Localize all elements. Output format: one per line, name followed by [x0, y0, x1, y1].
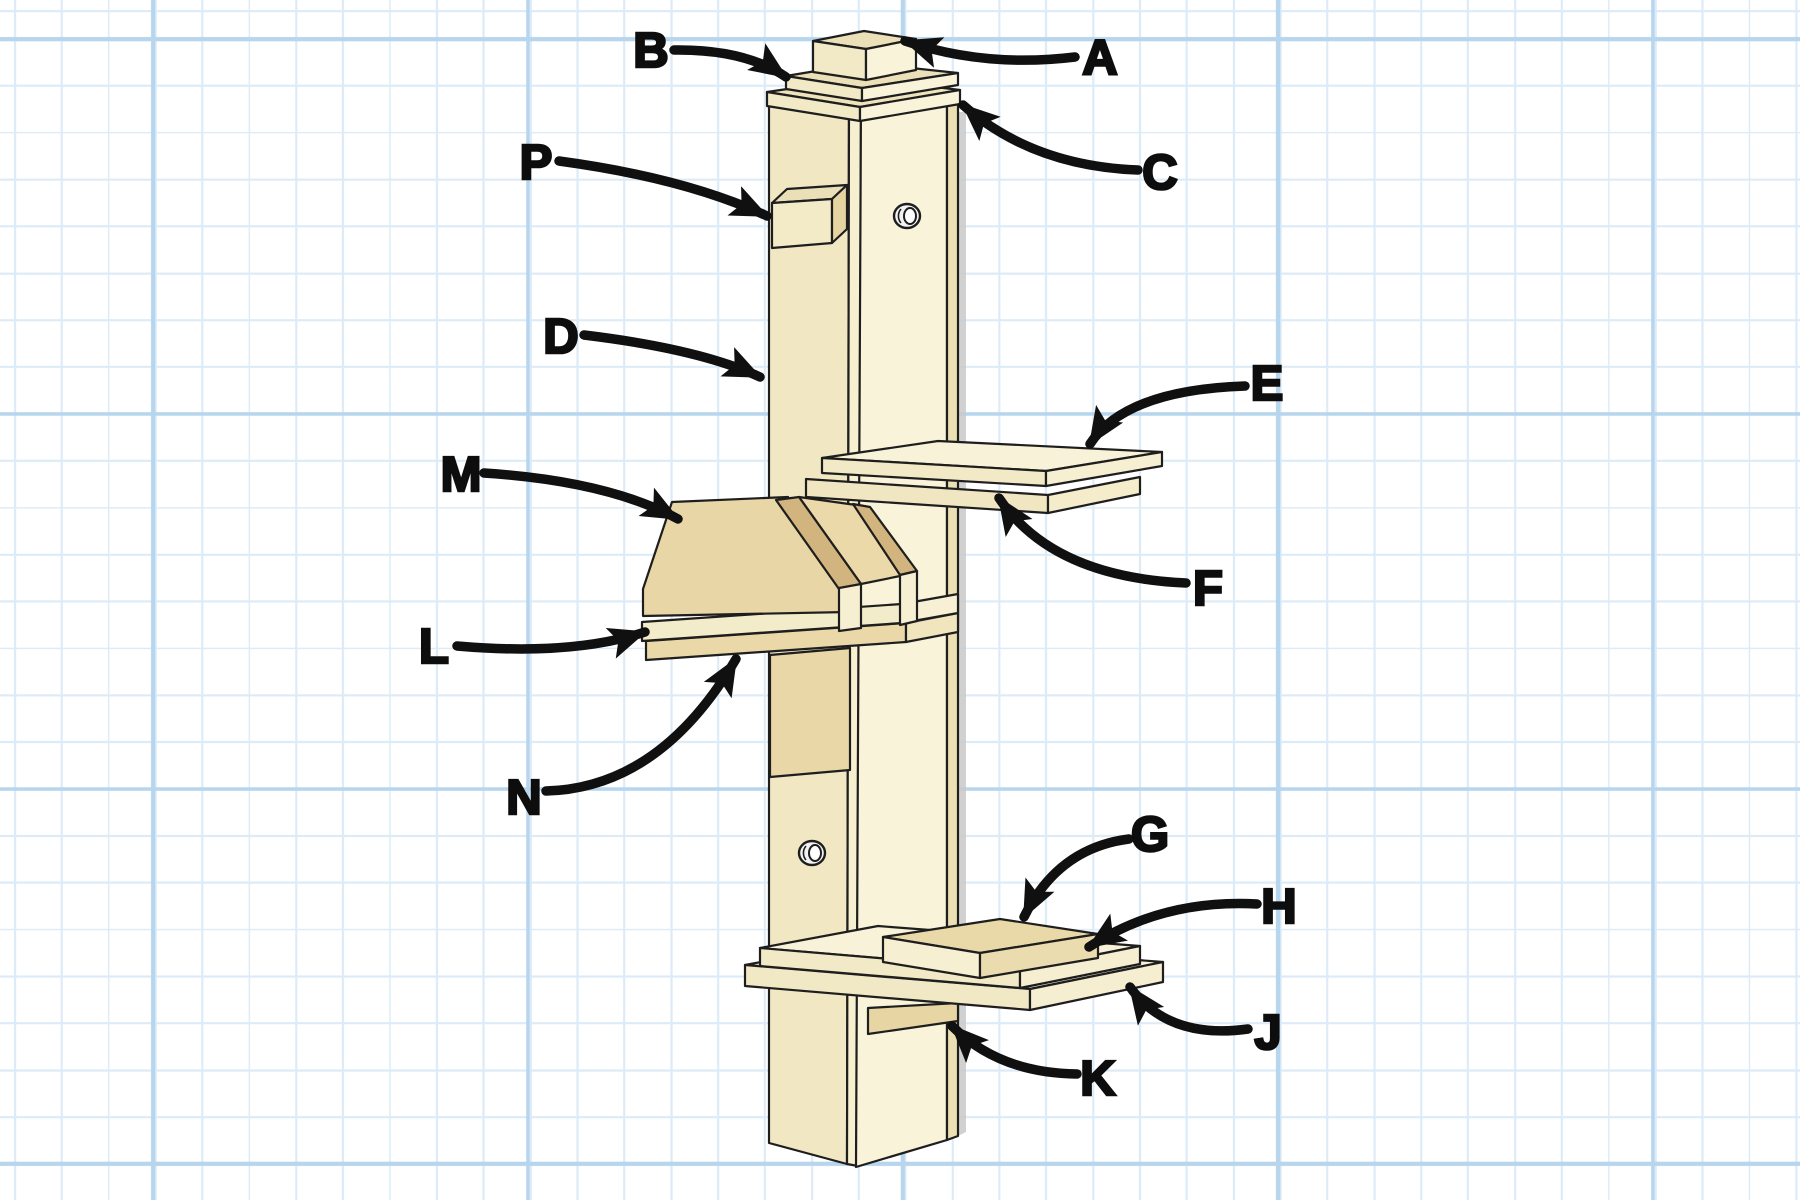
callout-letter-g: G	[1131, 808, 1169, 862]
callout-arrow-p	[554, 156, 772, 221]
callout-arrow-d	[579, 330, 765, 382]
block-p	[770, 183, 849, 250]
hopper-corner-post-2	[898, 569, 919, 627]
hopper-mount-cleat	[768, 646, 852, 779]
callout-letter-p: P	[520, 136, 553, 190]
callout-letter-a: A	[1082, 31, 1117, 85]
block-p-front	[770, 197, 834, 250]
callout-letter-j: J	[1254, 1006, 1281, 1060]
callout-letter-c: C	[1142, 146, 1177, 200]
cap-a-front-left	[811, 39, 868, 82]
shelf-e-front-right	[1044, 450, 1164, 488]
callout-arrow-h	[1084, 898, 1262, 952]
post-shadow	[958, 112, 966, 1136]
callout-letter-d: D	[543, 310, 578, 364]
callout-letter-m: M	[441, 448, 482, 502]
shelf-f-front-right	[1046, 475, 1142, 515]
callout-arrow-g	[1019, 834, 1134, 922]
callout-letter-b: B	[633, 24, 668, 78]
callout-letter-h: H	[1261, 880, 1296, 934]
callout-arrow-c	[958, 100, 1143, 175]
callout-arrow-e	[1085, 381, 1250, 449]
shelf-j-front-right	[1028, 960, 1165, 1012]
callout-letter-f: F	[1193, 562, 1223, 616]
upper-shelf	[804, 439, 1164, 515]
callouts-layer: A B C P D E F M L N G H J K	[418, 23, 1298, 1108]
feeder-hopper	[640, 495, 960, 779]
block-p-side	[830, 183, 849, 245]
screw-hole-lower	[797, 839, 827, 867]
callout-arrow-k	[947, 1021, 1082, 1079]
callout-letter-e: E	[1251, 357, 1284, 411]
callout-arrow-l	[452, 627, 650, 659]
shelf-h-front-right	[1018, 944, 1142, 990]
shelf-g-front-right	[978, 932, 1100, 980]
callout-letter-k: K	[1080, 1052, 1115, 1106]
hopper-corner-post-1	[837, 582, 863, 633]
callout-arrow-b	[669, 43, 791, 82]
screw-hole-upper	[892, 202, 922, 230]
callout-arrow-a	[900, 36, 1080, 68]
lower-shelf	[743, 917, 1165, 1036]
cap-b-front-right	[860, 71, 960, 103]
callout-arrow-f	[994, 493, 1191, 588]
shelf-k-cleat	[866, 1001, 960, 1036]
callout-letter-l: L	[419, 620, 449, 674]
callout-arrow-j	[1125, 982, 1253, 1036]
callout-letter-n: N	[506, 771, 541, 825]
callout-arrow-m	[479, 468, 683, 524]
callout-arrow-n	[541, 654, 741, 796]
